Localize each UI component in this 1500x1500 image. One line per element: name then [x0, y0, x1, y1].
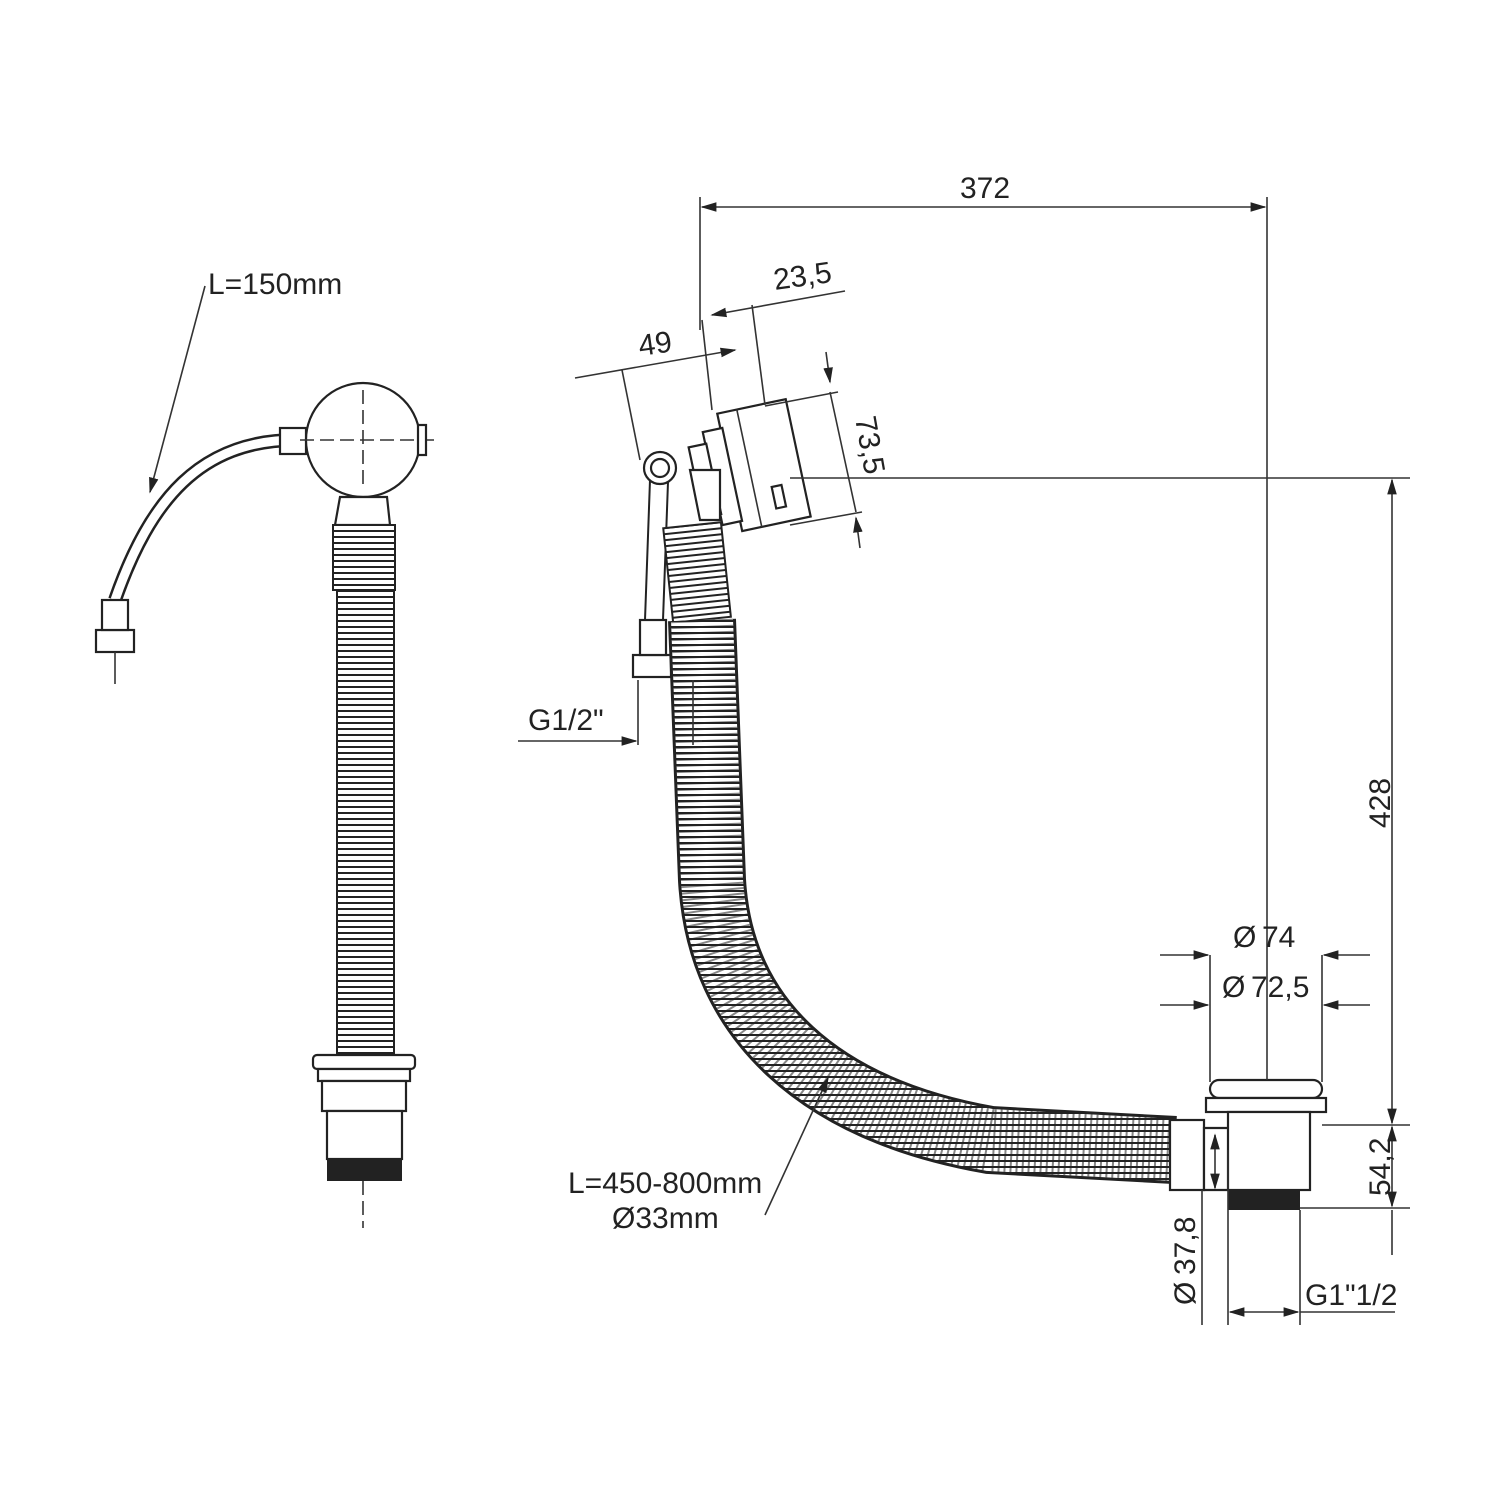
label-d72-5: 72,5: [1251, 971, 1309, 1004]
inlet-nut: [631, 653, 673, 679]
hose-leader: [764, 1076, 829, 1216]
waste-nut: [1168, 1118, 1206, 1192]
front-view: [631, 397, 1328, 1210]
label-54-2: 54,2: [1364, 1138, 1397, 1196]
side-view: L=150mm: [94, 268, 440, 1228]
plug-flange: [311, 1053, 417, 1071]
outlet-thread: [327, 1159, 402, 1181]
label-428: 428: [1364, 778, 1397, 828]
diameter-symbol: Ø: [1233, 921, 1256, 954]
leader-line: [149, 285, 206, 494]
front-threaded-coupling: [662, 521, 732, 624]
label-73-5: 73,5: [848, 413, 891, 476]
diameter-symbol: Ø: [1222, 971, 1245, 1004]
label-d74: 74: [1262, 921, 1295, 954]
label-49: 49: [636, 326, 674, 363]
hose-nut: [94, 628, 136, 654]
label-g1-2: G1/2": [528, 704, 604, 737]
threaded-coupling: [332, 524, 396, 591]
label-g1-1-2: G1"1/2: [1305, 1279, 1397, 1312]
front-outlet-thread: [1228, 1190, 1300, 1210]
waste-body: [1226, 1110, 1312, 1192]
label-flex-length: L=150mm: [208, 268, 342, 301]
label-23-5: 23,5: [771, 256, 833, 297]
plug-cap: [1208, 1078, 1324, 1100]
corrugated-pipe: [336, 589, 395, 1056]
label-d37-8: 37,8: [1169, 1217, 1202, 1275]
label-waste-length: L=450-800mm: [568, 1167, 762, 1200]
label-waste-diameter: Ø33mm: [612, 1202, 719, 1235]
diameter-symbol: Ø: [1169, 1282, 1202, 1305]
label-372: 372: [960, 172, 1010, 205]
